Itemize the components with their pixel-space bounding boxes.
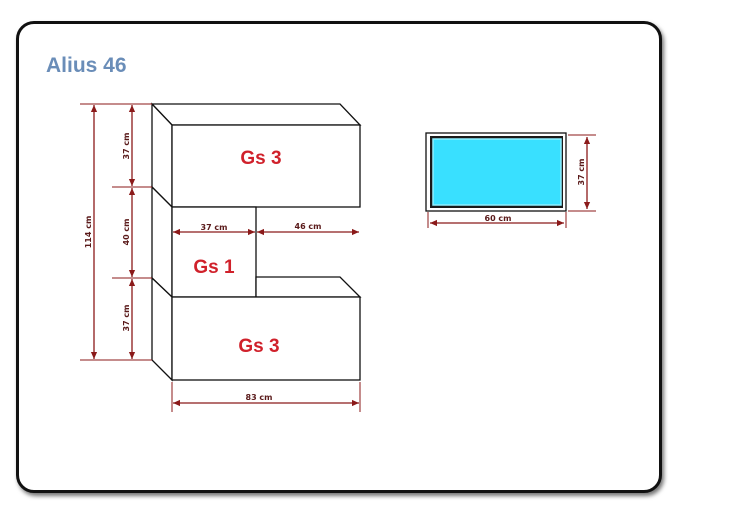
tv-height-label: 37 cm xyxy=(577,159,586,186)
tv-screen xyxy=(425,132,567,212)
total-width-label: 83 cm xyxy=(246,393,273,402)
total-height-label: 114 cm xyxy=(84,216,93,249)
dimension-ticks-bottom xyxy=(171,382,361,412)
module-label-bottom: Gs 3 xyxy=(238,336,279,357)
top-cabinet xyxy=(150,102,362,209)
dimension-ticks-left xyxy=(80,103,152,361)
tv-width-label: 60 cm xyxy=(485,214,512,223)
middle-height-label: 40 cm xyxy=(122,219,131,246)
product-title: Alius 46 xyxy=(46,54,127,77)
module-label-middle: Gs 1 xyxy=(193,257,235,278)
bottom-height-label: 37 cm xyxy=(122,305,131,332)
gap-width-label: 46 cm xyxy=(295,222,322,231)
diagram-frame xyxy=(16,21,662,493)
bottom-cabinet xyxy=(151,276,362,382)
middle-cabinet xyxy=(151,185,257,299)
module-label-top: Gs 3 xyxy=(240,148,281,169)
tv-dimension-ticks xyxy=(427,134,596,228)
top-height-label: 37 cm xyxy=(122,133,131,160)
middle-width-label: 37 cm xyxy=(201,223,228,232)
